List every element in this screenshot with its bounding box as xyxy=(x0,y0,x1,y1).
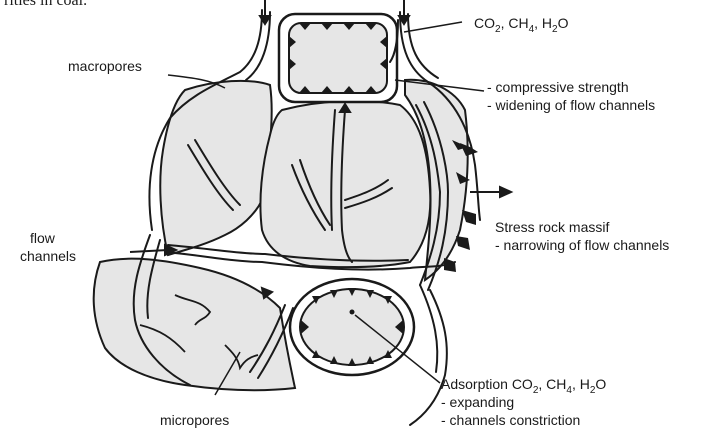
header-fragment: rities in coal. xyxy=(4,0,87,9)
label-stress: Stress rock massif xyxy=(495,219,609,235)
grain-upper-left xyxy=(160,81,271,255)
label-constriction: - channels constriction xyxy=(441,412,580,428)
label-flow: flow xyxy=(30,230,56,246)
label-channels: channels xyxy=(20,248,76,264)
label-compressive-strength: - compressive strength xyxy=(487,79,629,95)
label-adsorption: Adsorption CO2, CH4, H2O xyxy=(441,376,606,396)
label-micropores: micropores xyxy=(160,412,229,428)
label-expanding: - expanding xyxy=(441,394,514,410)
label-widening: - widening of flow channels xyxy=(487,97,655,113)
grain-center xyxy=(260,101,430,267)
label-macropores: macropores xyxy=(68,58,142,74)
top-expanding-grain xyxy=(279,14,397,102)
leader-co2 xyxy=(404,22,462,32)
label-narrowing: - narrowing of flow channels xyxy=(495,237,669,253)
bottom-adsorption-grain xyxy=(290,279,414,375)
label-gases-top: CO2, CH4, H2O xyxy=(474,15,569,35)
